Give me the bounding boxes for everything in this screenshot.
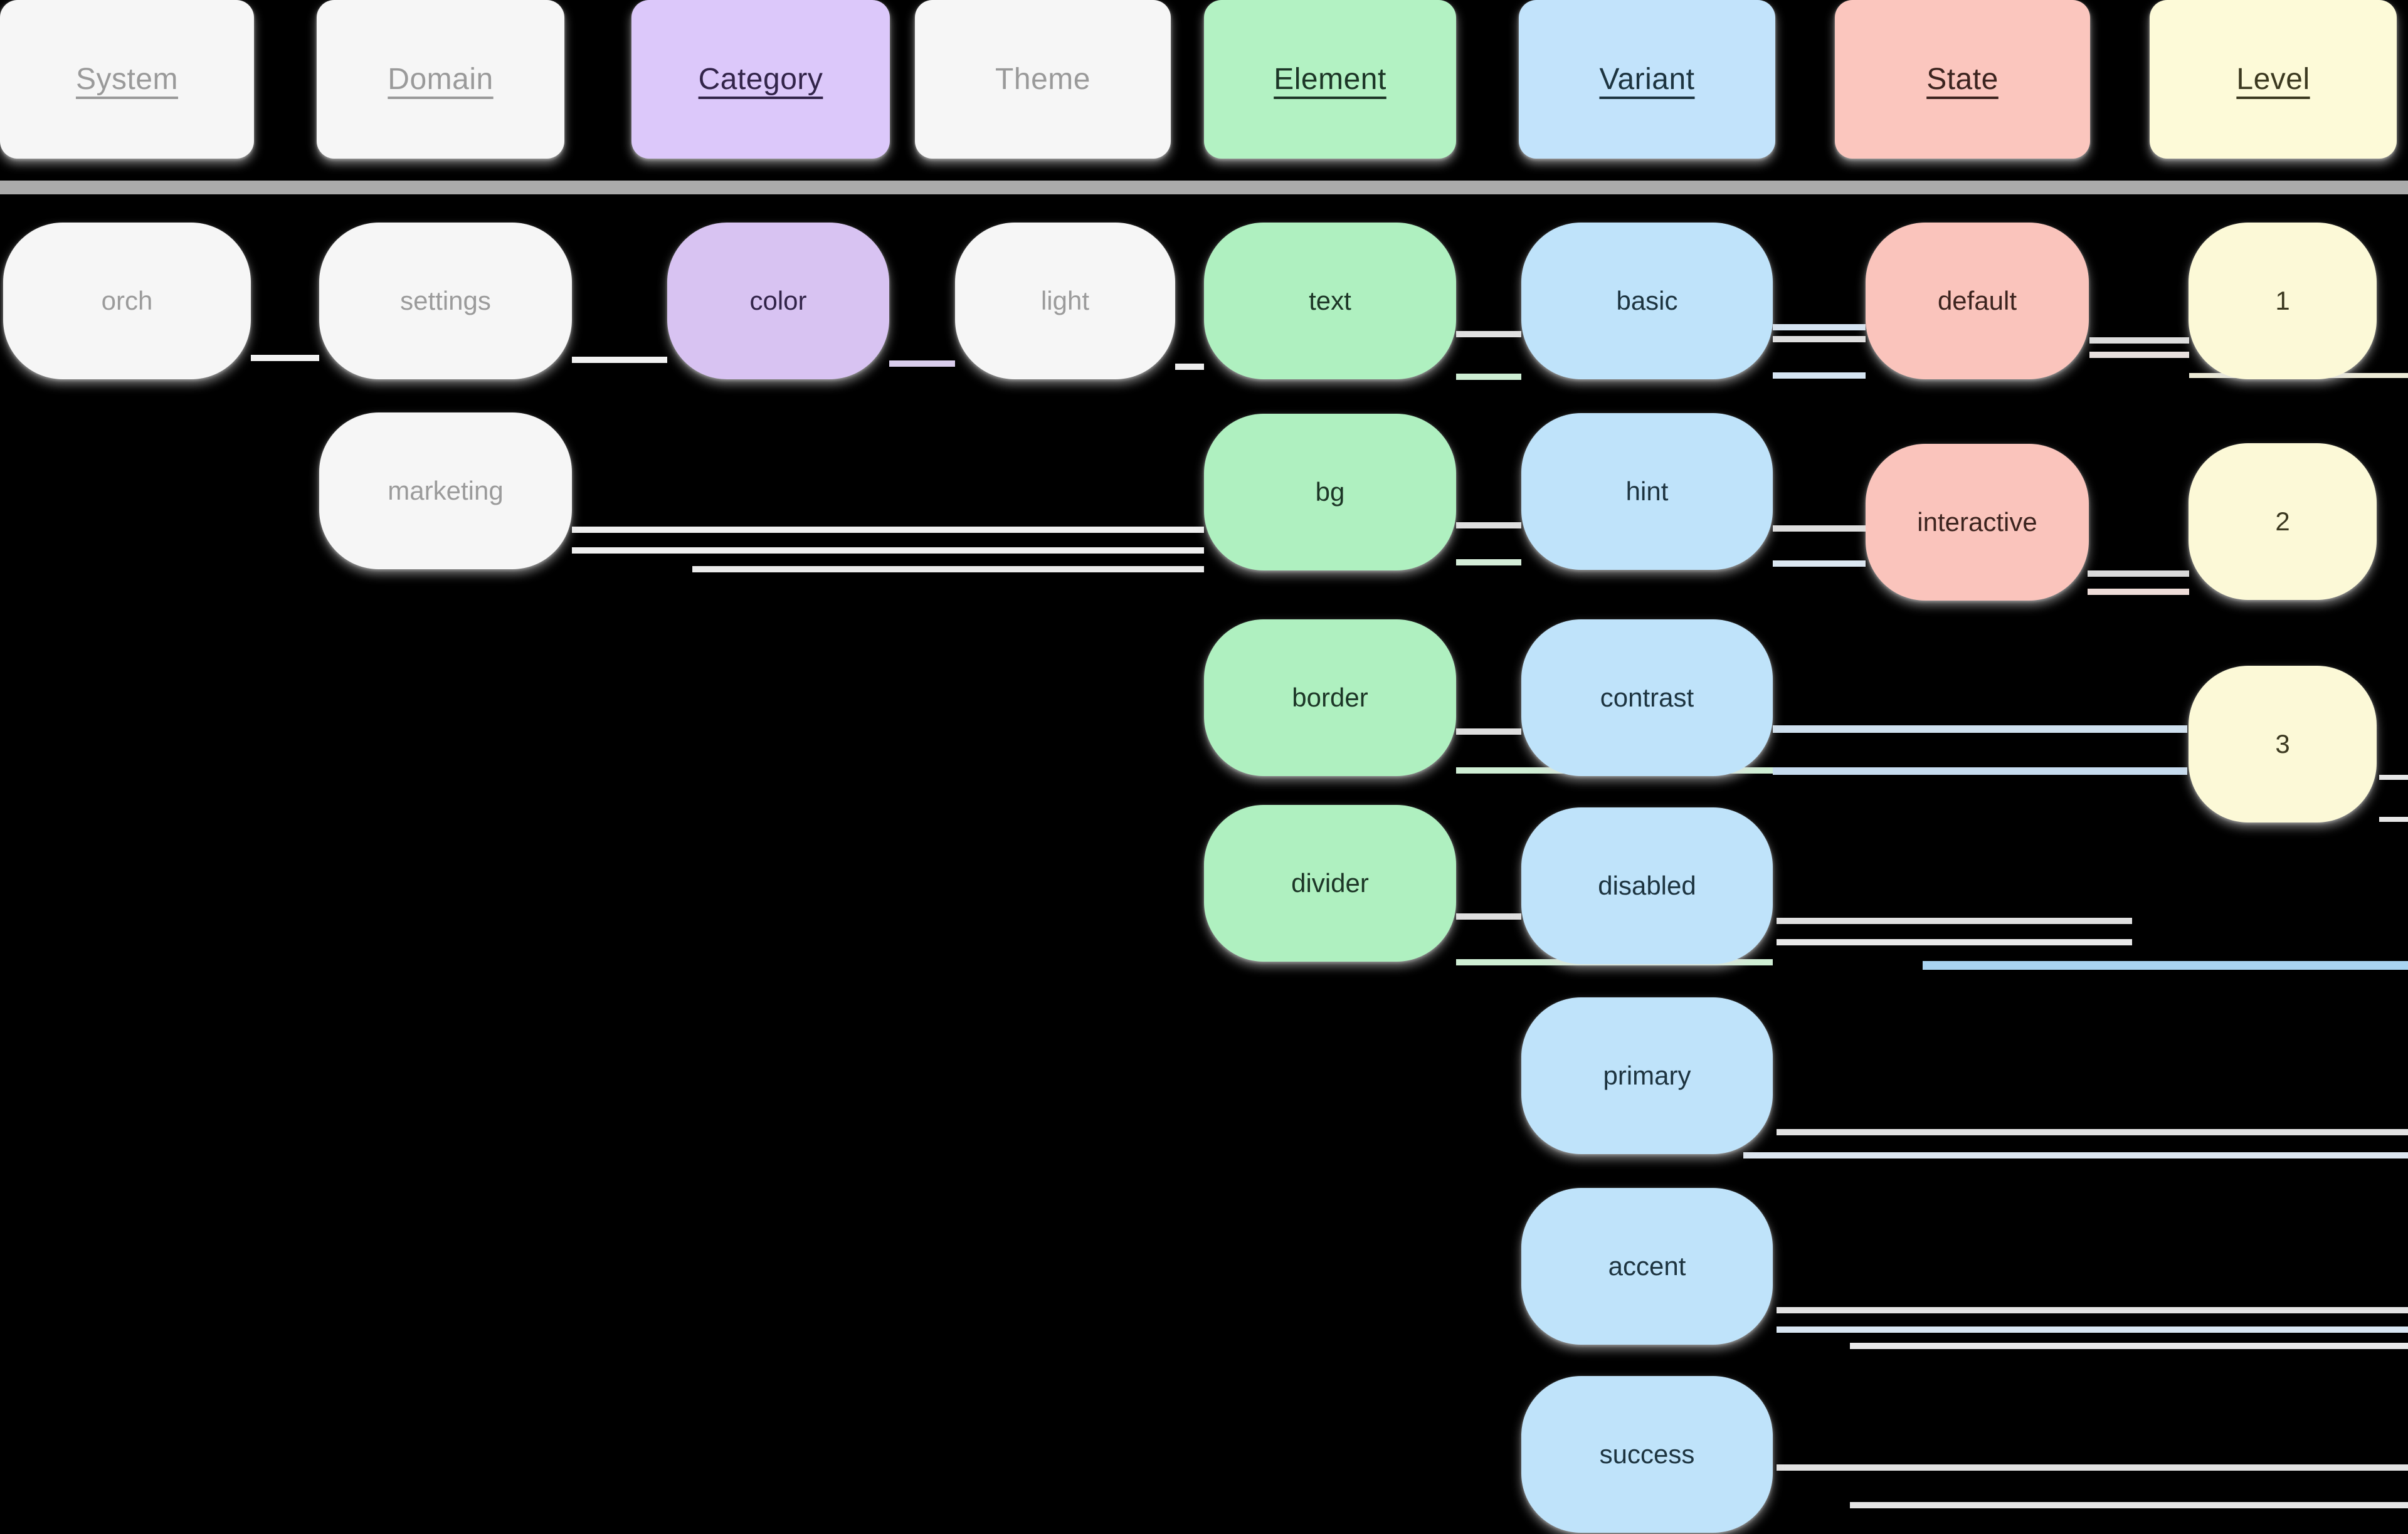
node-primary[interactable]: primary bbox=[1521, 997, 1773, 1154]
node-light[interactable]: light bbox=[955, 223, 1175, 379]
node-hint[interactable]: hint bbox=[1521, 413, 1773, 570]
node-border[interactable]: border bbox=[1204, 619, 1456, 776]
node-marketing[interactable]: marketing bbox=[319, 412, 572, 569]
node-settings[interactable]: settings bbox=[319, 223, 572, 379]
node-divider[interactable]: divider bbox=[1204, 805, 1456, 962]
column-header-label: Level bbox=[2236, 63, 2310, 96]
column-header-variant[interactable]: Variant bbox=[1519, 0, 1775, 159]
node-disabled[interactable]: disabled bbox=[1521, 807, 1773, 964]
node-contrast[interactable]: contrast bbox=[1521, 619, 1773, 776]
node-text[interactable]: text bbox=[1204, 223, 1456, 379]
column-header-label: Category bbox=[698, 63, 823, 96]
column-header-state[interactable]: State bbox=[1835, 0, 2090, 159]
column-header-level[interactable]: Level bbox=[2150, 0, 2397, 159]
node-color[interactable]: color bbox=[667, 223, 889, 379]
column-header-label: Element bbox=[1274, 63, 1386, 96]
node-orch[interactable]: orch bbox=[3, 223, 251, 379]
node-level-3[interactable]: 3 bbox=[2189, 666, 2377, 822]
column-header-domain[interactable]: Domain bbox=[317, 0, 564, 159]
node-success[interactable]: success bbox=[1521, 1376, 1773, 1533]
node-basic[interactable]: basic bbox=[1521, 223, 1773, 379]
node-level-2[interactable]: 2 bbox=[2189, 443, 2377, 600]
column-header-category[interactable]: Category bbox=[631, 0, 890, 159]
node-accent[interactable]: accent bbox=[1521, 1188, 1773, 1345]
column-header-label: Domain bbox=[388, 63, 494, 96]
node-bg[interactable]: bg bbox=[1204, 414, 1456, 570]
node-level-1[interactable]: 1 bbox=[2189, 223, 2377, 379]
node-interactive[interactable]: interactive bbox=[1866, 444, 2089, 601]
column-header-label: System bbox=[75, 63, 179, 96]
column-header-label: State bbox=[1926, 63, 1999, 96]
column-header-element[interactable]: Element bbox=[1204, 0, 1456, 159]
node-default[interactable]: default bbox=[1866, 223, 2089, 379]
column-header-label: Variant bbox=[1599, 63, 1695, 96]
column-header-label: Theme bbox=[995, 63, 1090, 96]
column-header-theme[interactable]: Theme bbox=[915, 0, 1171, 159]
column-header-system[interactable]: System bbox=[0, 0, 254, 159]
separator-bar bbox=[0, 181, 2408, 194]
